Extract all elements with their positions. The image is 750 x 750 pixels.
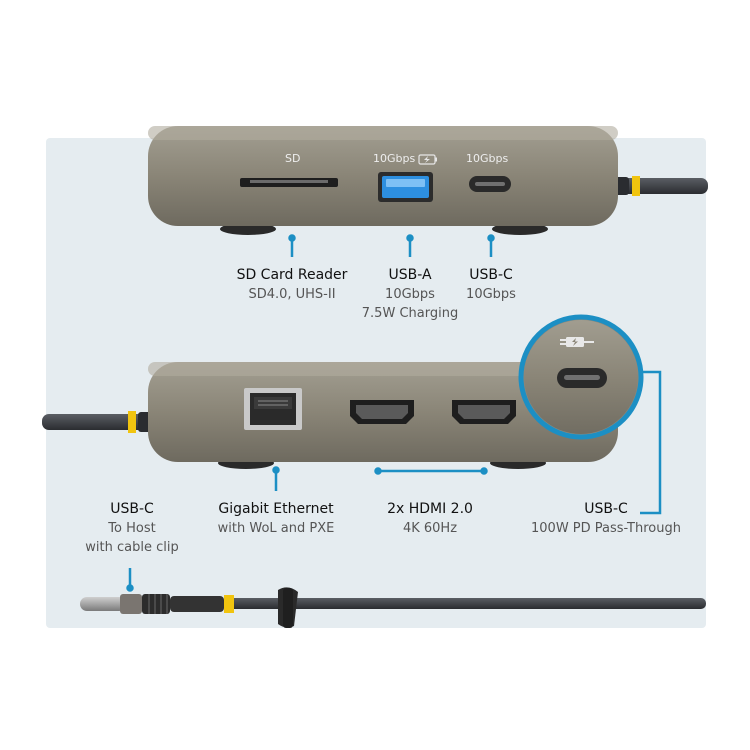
callout-detail: 100W PD Pass-Through bbox=[531, 521, 681, 536]
callout-title: USB-A bbox=[388, 267, 432, 283]
callout-detail: SD4.0, UHS-II bbox=[248, 287, 336, 302]
bottom-dock-cable bbox=[42, 414, 156, 430]
bottom-dock bbox=[42, 362, 618, 469]
callout-detail: with WoL and PXE bbox=[217, 521, 335, 536]
callout-detail: with cable clip bbox=[85, 540, 179, 555]
cable-clip bbox=[278, 587, 298, 628]
callout-sd-card-reader: SD Card Reader SD4.0, UHS-II bbox=[222, 265, 362, 304]
callout-hdmi: 2x HDMI 2.0 4K 60Hz bbox=[370, 499, 490, 538]
callout-title: USB-C bbox=[469, 267, 513, 283]
callout-lines bbox=[126, 234, 662, 592]
power-plug-icon bbox=[560, 337, 594, 347]
callout-detail: 7.5W Charging bbox=[361, 306, 459, 321]
callout-usb-a: USB-A 10Gbps 7.5W Charging bbox=[350, 265, 470, 323]
callout-detail: 10Gbps bbox=[385, 287, 435, 302]
charging-icon bbox=[418, 154, 437, 165]
sd-port-label: SD bbox=[285, 152, 301, 165]
callout-gigabit-ethernet: Gigabit Ethernet with WoL and PXE bbox=[196, 499, 356, 538]
callout-title: SD Card Reader bbox=[236, 267, 348, 283]
callout-title: USB-C bbox=[110, 501, 154, 517]
callout-title: USB-C bbox=[584, 501, 628, 517]
cable-yellow-band bbox=[224, 595, 234, 613]
usb-a-port-label: 10Gbps bbox=[373, 152, 416, 165]
usb-c-pd-zoom bbox=[518, 314, 644, 440]
callout-usb-c-host: USB-C To Host with cable clip bbox=[72, 499, 192, 557]
top-dock-cable-yellow-band bbox=[632, 176, 640, 196]
usb-c-port-label: 10Gbps bbox=[466, 152, 509, 165]
callout-title: 2x HDMI 2.0 bbox=[387, 501, 473, 517]
callout-title: Gigabit Ethernet bbox=[218, 501, 334, 517]
top-dock bbox=[148, 126, 708, 235]
callout-detail: 10Gbps bbox=[466, 287, 516, 302]
hdmi-port-2 bbox=[452, 400, 516, 424]
callout-usb-c-pd: USB-C 100W PD Pass-Through bbox=[526, 499, 686, 538]
callout-detail: To Host bbox=[108, 521, 156, 536]
ethernet-port bbox=[244, 388, 302, 430]
callout-detail: 4K 60Hz bbox=[402, 521, 458, 536]
usb-c-connector bbox=[80, 597, 126, 611]
usb-c-cable bbox=[80, 587, 706, 628]
bottom-dock-cable-yellow-band bbox=[128, 411, 136, 433]
callout-usb-c-top: USB-C 10Gbps bbox=[446, 265, 536, 304]
hdmi-port-1 bbox=[350, 400, 414, 424]
